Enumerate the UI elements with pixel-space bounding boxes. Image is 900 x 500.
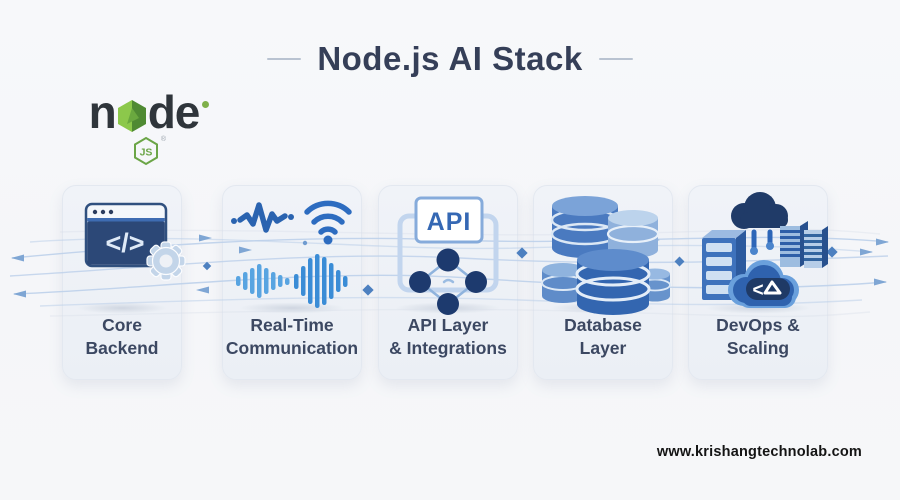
header: Node.js AI Stack bbox=[0, 40, 900, 78]
server-racks-icon bbox=[780, 221, 828, 268]
card-label-line2: & Integrations bbox=[389, 338, 507, 359]
card-label-line1: Core bbox=[102, 314, 142, 335]
card-label-line2: Communication bbox=[225, 338, 359, 359]
card-label: DevOps & Scaling bbox=[689, 314, 827, 361]
page-title: Node.js AI Stack bbox=[317, 40, 583, 77]
integration-network-icon bbox=[409, 248, 487, 315]
website-url: www.krishangtechnolab.com bbox=[656, 444, 862, 460]
cloud-code-glyph: < bbox=[752, 280, 763, 301]
js-hexagon-icon: JS bbox=[133, 136, 158, 166]
node-word-suffix: de bbox=[147, 86, 201, 138]
nodejs-wordmark: n de bbox=[84, 86, 214, 138]
db-cylinder-large-center bbox=[575, 249, 651, 315]
cloud-icon bbox=[731, 192, 788, 229]
database-layer-icon bbox=[533, 190, 673, 315]
realtime-communication-icon bbox=[222, 190, 362, 312]
card-label: API Layer & Integrations bbox=[379, 314, 517, 361]
wifi-icon bbox=[304, 200, 352, 245]
svg-text:API: API bbox=[427, 208, 472, 236]
pulse-icon bbox=[231, 202, 294, 233]
card-label: Database Layer bbox=[534, 314, 672, 361]
svg-text:JS: JS bbox=[139, 147, 152, 159]
card-label-line2: Scaling bbox=[726, 338, 790, 359]
title-left-dash bbox=[267, 58, 302, 60]
gear-icon bbox=[146, 241, 186, 281]
api-layer-icon: API bbox=[378, 190, 518, 315]
core-backend-icon: </> bbox=[62, 190, 186, 312]
title-right-dash bbox=[598, 58, 633, 60]
registered-mark: ® bbox=[160, 136, 167, 143]
card-label: Core Backend bbox=[63, 314, 181, 361]
code-glyph: </> bbox=[105, 228, 144, 258]
card-label: Real-Time Communication bbox=[223, 314, 361, 361]
audio-waveform-icon bbox=[236, 254, 348, 308]
card-label-line2: Backend bbox=[85, 338, 159, 359]
node-hexagon-icon bbox=[117, 100, 146, 132]
nodejs-js-badge: JS ® bbox=[84, 136, 214, 166]
devops-scaling-icon: < bbox=[688, 190, 828, 312]
node-word-prefix: n bbox=[88, 86, 117, 138]
card-label-line2: Layer bbox=[579, 338, 627, 359]
flow-dot-nodes bbox=[302, 233, 745, 281]
card-label-line1: DevOps & bbox=[716, 314, 800, 335]
nodejs-logo: n de JS ® bbox=[84, 86, 214, 166]
card-label-line1: Database bbox=[564, 314, 642, 335]
node-trademark-dot-icon bbox=[202, 101, 210, 108]
api-box-icon: API bbox=[414, 196, 484, 244]
card-label-line1: Real-Time bbox=[250, 314, 334, 335]
card-label-line1: API Layer bbox=[407, 314, 489, 335]
